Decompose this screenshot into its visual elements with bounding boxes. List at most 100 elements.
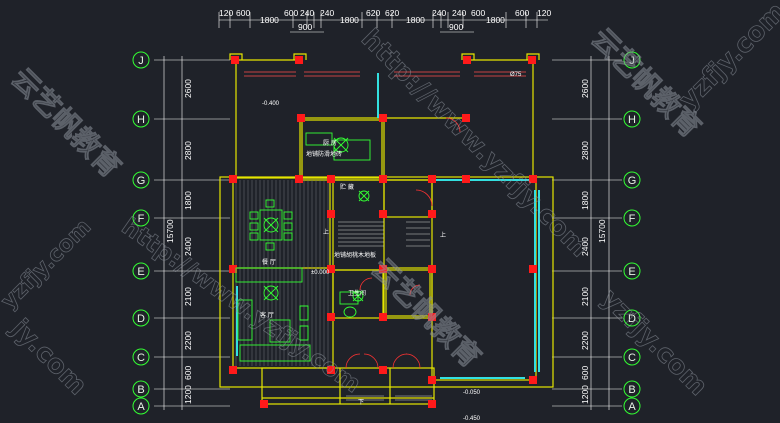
top-dim-12: 240 [452,8,466,18]
watermarks: http://www.yzfjy.com http://www.yzfjy.co… [0,0,780,402]
column [379,265,387,273]
level-2: ±0.000 [311,270,330,276]
label-storage: 贮 藏 [340,183,354,191]
column [295,56,303,64]
right-axis-C: C [628,352,636,364]
column [428,175,436,183]
top-dim-15: 600 [515,8,529,18]
column [379,313,387,321]
watermark-corner-4: yzfjy.com [0,215,96,315]
top-dim-10: 1800 [406,15,425,25]
left-axis-C: C [137,352,145,364]
label-dining: 餐 厅 [262,258,276,266]
column [260,400,268,408]
railings [244,71,526,77]
right-dim-total: 15700 [597,219,607,243]
column [428,210,436,218]
level-4: -0.450 [463,416,481,422]
top-dim-4: 600 [284,8,298,18]
right-dim-5: 2100 [580,287,590,306]
left-dim-3: 1800 [183,191,193,210]
right-dim-3: 1800 [580,191,590,210]
column [428,400,436,408]
right-axis-G: G [628,175,637,187]
left-axis-J: J [138,55,144,67]
left-axis-grid [154,56,230,410]
right-axis-H: H [628,114,636,126]
right-dimension-labels: 2600 2800 1800 2400 2100 2200 600 1200 1… [580,79,607,404]
column [529,265,537,273]
column [428,265,436,273]
top-dim-1: 120 [219,8,233,18]
top-dim-11: 240 [432,8,446,18]
top-dim-900-right: 900 [449,22,463,32]
left-dim-1: 2600 [183,79,193,98]
column [529,175,537,183]
top-dimension-labels: 120 600 1800 600 240 240 1800 620 620 18… [219,8,551,32]
label-bathroom: 卫生间 [348,289,366,297]
label-stair-down: 下 [358,399,364,406]
top-dim-9: 620 [385,8,399,18]
top-dim-3: 1800 [260,15,279,25]
top-dim-8: 620 [366,8,380,18]
column [463,56,471,64]
left-dimension-labels: 2600 2800 1800 2400 2100 2200 600 1200 1… [165,79,193,404]
column [327,210,335,218]
left-axis-B: B [137,384,144,396]
column [379,366,387,374]
right-axis-J: J [629,55,635,67]
right-dim-6: 2200 [580,331,590,350]
ceiling-lights [263,137,370,302]
stairs [338,221,432,401]
tv-cabinet [235,267,303,283]
right-axis-D: D [628,313,636,325]
right-dim-1: 2600 [580,79,590,98]
furniture [235,132,371,362]
right-dim-4: 2400 [580,237,590,256]
left-dim-8: 1200 [183,385,193,404]
label-floor-note: 地铺胡桃木地板 [334,251,376,259]
watermark-corner-1: yzfjy.com [674,0,780,115]
top-dim-900-left: 900 [298,22,312,32]
right-dim-7: 600 [580,366,590,380]
left-dim-total: 15700 [165,219,175,243]
walls [219,53,554,405]
watermark-url-2: http://www.yzfjy.com [117,212,367,398]
left-axis-G: G [137,175,146,187]
column [327,366,335,374]
right-axis-grid [552,56,622,410]
left-axis-E: E [137,266,144,278]
column [379,210,387,218]
left-dim-4: 2400 [183,237,193,256]
right-dim-2: 2800 [580,141,590,160]
watermark-corner-2: yzfjy.com [595,284,713,402]
column [529,376,537,384]
top-dim-6: 240 [320,8,334,18]
right-axis-F: F [629,213,636,225]
left-axis-F: F [138,213,145,225]
left-dim-6: 2200 [183,331,193,350]
label-living: 客 厅 [260,311,274,319]
coffee-table [269,319,291,343]
left-dim-2: 2800 [183,141,193,160]
column [229,175,237,183]
watermark-corner-3: jy.com [4,313,92,401]
label-kitchen-floor: 地铺防滑地砖 [306,150,342,158]
column [297,114,305,122]
right-axis-E: E [628,266,635,278]
column [229,366,237,374]
left-axis-D: D [137,313,145,325]
room-labels: 厨 房 地铺防滑地砖 贮 藏 餐 厅 客 厅 卫生间 地铺胡桃木地板 上 上 下 [260,139,446,406]
left-axis-bubbles: J H G F E D C B A [132,51,150,415]
label-stair-up: 上 [323,228,329,236]
label-kitchen: 厨 房 [323,139,337,147]
top-dim-13: 600 [471,8,485,18]
column [428,313,436,321]
left-axis-A: A [137,401,145,413]
windows [236,73,540,379]
level-marks: -0.400 ±0.000 -0.050 -0.450 Ø75 [262,72,522,422]
column [379,114,387,122]
left-dim-7: 600 [183,366,193,380]
top-dim-7: 1800 [340,15,359,25]
top-dimension-chain [218,12,548,33]
